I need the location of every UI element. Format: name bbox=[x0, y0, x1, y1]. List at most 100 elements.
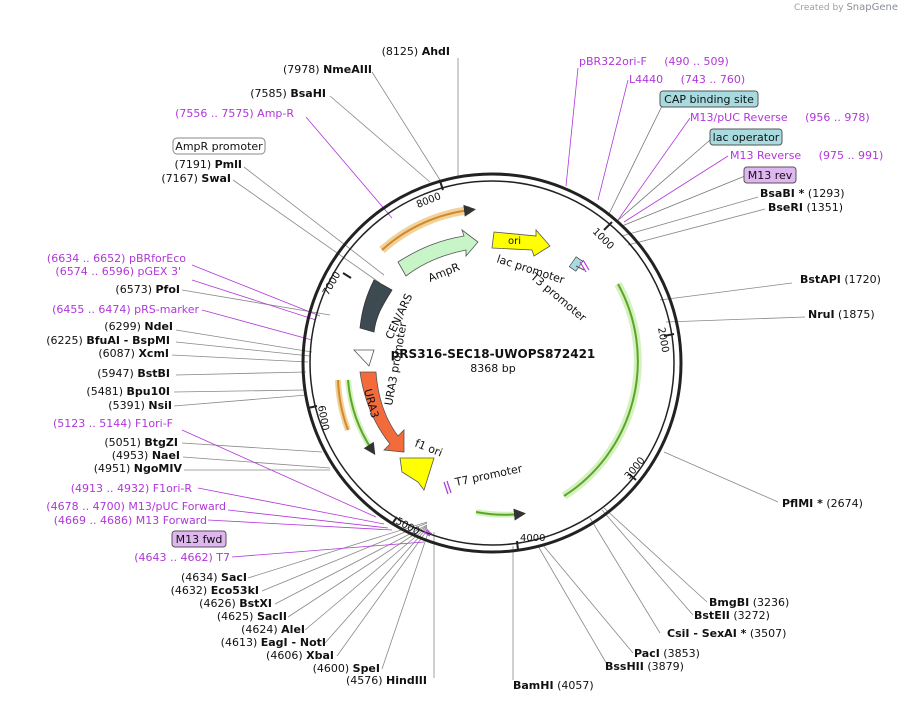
site-name: BstXI bbox=[239, 597, 272, 610]
site-position: (3272) bbox=[730, 609, 770, 622]
tick-5000: 5000 bbox=[394, 516, 422, 538]
site-position: (3879) bbox=[644, 660, 684, 673]
snapgene-credit: Created by SnapGene bbox=[794, 2, 898, 13]
ori-feature bbox=[491, 228, 551, 257]
ampr-promoter-text: AmpR promoter bbox=[175, 140, 263, 153]
site-name: PmlI bbox=[215, 158, 242, 171]
site-position: (1720) bbox=[841, 273, 881, 286]
m13-fwd-text: M13 fwd bbox=[176, 533, 223, 546]
right-site-1: BseRI (1351) bbox=[768, 201, 843, 214]
site-name: BstEII bbox=[694, 609, 730, 622]
left-site-20: (4613) EagI - NotI bbox=[221, 636, 326, 649]
site-position: (3507) bbox=[746, 627, 786, 640]
right-site-6: BstEII (3272) bbox=[694, 609, 770, 622]
mcs-stripes-top bbox=[568, 256, 590, 273]
right-connectors bbox=[512, 196, 806, 680]
cap-site-box: CAP binding site bbox=[659, 90, 759, 108]
primer-pbr322ori-f: pBR322ori-F (490 .. 509) bbox=[579, 55, 729, 68]
right-site-3: NruI (1875) bbox=[808, 308, 875, 321]
primer-m13puc-fwd: (4678 .. 4700) M13/pUC Forward bbox=[46, 500, 226, 513]
site-position: (5391) bbox=[108, 399, 148, 412]
site-name: SacII bbox=[257, 610, 287, 623]
left-site-13: (4953) NaeI bbox=[112, 449, 180, 462]
site-name: PflMI * bbox=[782, 497, 823, 510]
site-position: (4951) bbox=[94, 462, 134, 475]
f1-ori-label: f1 ori bbox=[413, 437, 444, 460]
site-position: (5051) bbox=[104, 436, 144, 449]
site-name: NgoMIV bbox=[134, 462, 183, 475]
left-site-15: (4634) SacI bbox=[181, 571, 247, 584]
site-position: (1875) bbox=[835, 308, 875, 321]
amp-region-arc bbox=[381, 204, 476, 251]
site-name: BstAPI bbox=[800, 273, 841, 286]
lac-operator-box: lac operator bbox=[709, 128, 783, 146]
right-site-2: BstAPI (1720) bbox=[800, 273, 881, 286]
left-site-22: (4600) SpeI bbox=[313, 662, 380, 675]
site-name: BamHI bbox=[513, 679, 554, 692]
primer-labels: (7556 .. 7575) Amp-R (6634 .. 6652) pBRf… bbox=[46, 55, 883, 564]
site-name: BsaHI bbox=[290, 87, 326, 100]
site-position: (3236) bbox=[749, 596, 789, 609]
right-site-8: PacI (3853) bbox=[634, 647, 700, 660]
primer-amp-r: (7556 .. 7575) Amp-R bbox=[175, 107, 294, 120]
m13-rev-text: M13 rev bbox=[748, 169, 793, 182]
site-position: (7978) bbox=[283, 63, 323, 76]
site-name: PfoI bbox=[156, 283, 181, 296]
primer-m13-forward: (4669 .. 4686) M13 Forward bbox=[54, 514, 207, 527]
t7-promoter-label: T7 promoter bbox=[453, 462, 524, 489]
left-site-17: (4626) BstXI bbox=[199, 597, 272, 610]
ampr-promoter-box: AmpR promoter bbox=[172, 137, 266, 155]
left-site-21: (4606) XbaI bbox=[266, 649, 334, 662]
site-name: NdeI bbox=[144, 320, 173, 333]
site-name: SacI bbox=[221, 571, 247, 584]
site-position: (4953) bbox=[112, 449, 152, 462]
left-site-19: (4624) AleI bbox=[241, 623, 305, 636]
m13-fwd-box: M13 fwd bbox=[171, 530, 227, 548]
credit-prefix: Created by bbox=[794, 3, 844, 13]
left-site-7: (6225) BfuAI - BspMI bbox=[46, 334, 170, 347]
backbone-inner bbox=[309, 180, 675, 546]
site-name: NsiI bbox=[148, 399, 172, 412]
box-connectors bbox=[607, 105, 746, 227]
right-site-7: CsiI - SexAI * (3507) bbox=[667, 627, 786, 640]
left-site-10: (5481) Bpu10I bbox=[86, 385, 170, 398]
sec18-region-arc bbox=[563, 283, 639, 497]
site-name: BtgZI bbox=[144, 436, 178, 449]
primer-connectors bbox=[181, 67, 729, 558]
site-position: (6573) bbox=[115, 283, 155, 296]
site-position: (6225) bbox=[46, 334, 86, 347]
ori-label: ori bbox=[508, 236, 521, 247]
ampr-label: AmpR bbox=[426, 260, 462, 284]
site-name: BfuAI bbox=[86, 334, 120, 347]
site-position: (4613) bbox=[221, 636, 261, 649]
ura3-promoter-arrow bbox=[353, 349, 375, 367]
site-name: AleI bbox=[281, 623, 305, 636]
site-name: BseRI bbox=[768, 201, 803, 214]
primer-l4440: L4440 (743 .. 760) bbox=[629, 73, 745, 86]
primer-pgex3: (6574 .. 6596) pGEX 3' bbox=[55, 265, 181, 278]
site-position: (4600) bbox=[313, 662, 353, 675]
site-position: (4626) bbox=[199, 597, 239, 610]
cap-site-text: CAP binding site bbox=[664, 93, 754, 106]
left-site-14: (4951) NgoMIV bbox=[94, 462, 183, 475]
left-site-16: (4632) Eco53kI bbox=[171, 584, 259, 597]
left-site-0: (8125) AhdI bbox=[382, 45, 450, 58]
f1-ori-feature bbox=[399, 457, 435, 491]
site-extra: - SexAI * bbox=[689, 627, 746, 640]
primer-prs-marker: (6455 .. 6474) pRS-marker bbox=[52, 303, 199, 316]
site-name: BstBI bbox=[137, 367, 170, 380]
site-name: PacI bbox=[634, 647, 660, 660]
tick-3000: 3000 bbox=[623, 455, 648, 482]
right-site-0: BsaBI * (1293) bbox=[760, 187, 845, 200]
left-site-8: (6087) XcmI bbox=[98, 347, 169, 360]
site-position: (1351) bbox=[803, 201, 843, 214]
site-name: SwaI bbox=[201, 172, 231, 185]
backbone-outer bbox=[301, 172, 683, 554]
tick-marks bbox=[307, 180, 675, 551]
ura3-feature bbox=[359, 371, 405, 453]
left-site-1: (7978) NmeAIII bbox=[283, 63, 372, 76]
tick-1000: 1000 bbox=[590, 226, 616, 252]
site-position: (6299) bbox=[104, 320, 144, 333]
site-name: XbaI bbox=[306, 649, 334, 662]
mcs-stripes-bottom bbox=[423, 480, 452, 537]
